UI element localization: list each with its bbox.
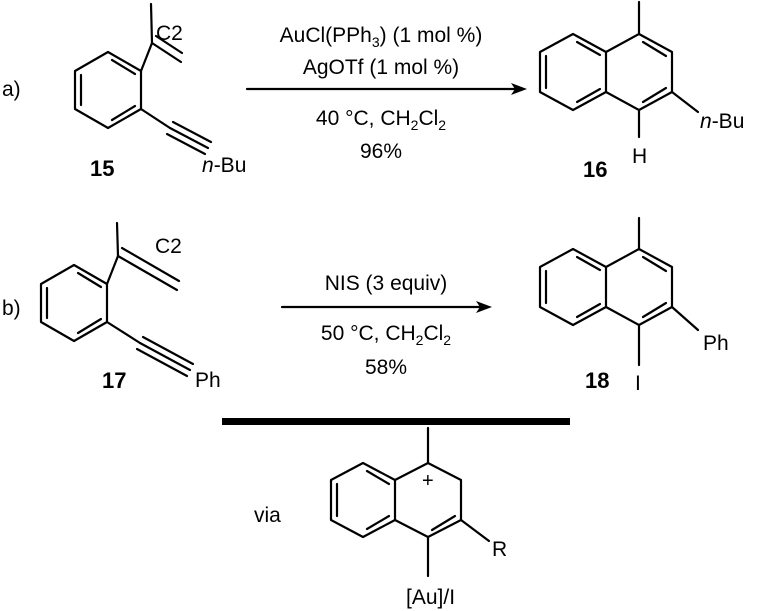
reaction-b: b) C2 Ph 17 NIS (3 equiv) 50 °C, CH2Cl2 xyxy=(2,216,729,395)
compound-17-c2-label: C2 xyxy=(155,235,182,258)
compound-18-structure xyxy=(538,216,700,367)
separator-bar xyxy=(222,418,570,425)
compound-18-i-label: I xyxy=(635,372,641,395)
reaction-b-yield: 58% xyxy=(365,356,407,379)
reaction-a-condition-1: AuCl(PPh3) (1 mol %) xyxy=(280,24,483,50)
reaction-a: a) C2 n-Bu 15 AuCl(PPh3) (1 mol %) Ag xyxy=(2,0,744,182)
compound-18-number: 18 xyxy=(585,368,609,393)
reaction-b-arrowhead xyxy=(476,301,492,313)
reaction-a-yield: 96% xyxy=(360,140,402,163)
compound-17-substituent: Ph xyxy=(195,369,221,392)
compound-16-substituent: n-Bu xyxy=(700,110,744,133)
compound-15-substituent: n-Bu xyxy=(202,154,246,177)
compound-16-h-label: H xyxy=(632,145,647,168)
intermediate: via + R [Au]/I xyxy=(254,426,507,609)
intermediate-structure xyxy=(329,426,491,578)
reaction-a-condition-3: 40 °C, CH2Cl2 xyxy=(316,107,446,133)
reaction-b-condition-2: 50 °C, CH2Cl2 xyxy=(321,322,451,348)
cation-charge: + xyxy=(422,470,434,492)
via-label: via xyxy=(254,504,281,527)
compound-15-c2-label: C2 xyxy=(156,22,183,45)
compound-17-number: 17 xyxy=(102,368,126,393)
compound-16-number: 16 xyxy=(583,157,607,182)
reaction-b-condition-1: NIS (3 equiv) xyxy=(325,272,448,295)
compound-18-substituent: Ph xyxy=(703,332,729,355)
reaction-a-condition-2: AgOTf (1 mol %) xyxy=(303,56,459,79)
reaction-b-label: b) xyxy=(2,297,21,320)
compound-15-structure xyxy=(73,2,213,156)
compound-15-number: 15 xyxy=(90,156,114,181)
metal-label: [Au]/I xyxy=(406,586,455,609)
reaction-a-label: a) xyxy=(2,78,21,101)
compound-17-structure xyxy=(39,221,195,378)
compound-16-structure xyxy=(538,0,700,139)
reaction-a-arrowhead xyxy=(511,83,527,95)
r-group-label: R xyxy=(492,538,507,561)
